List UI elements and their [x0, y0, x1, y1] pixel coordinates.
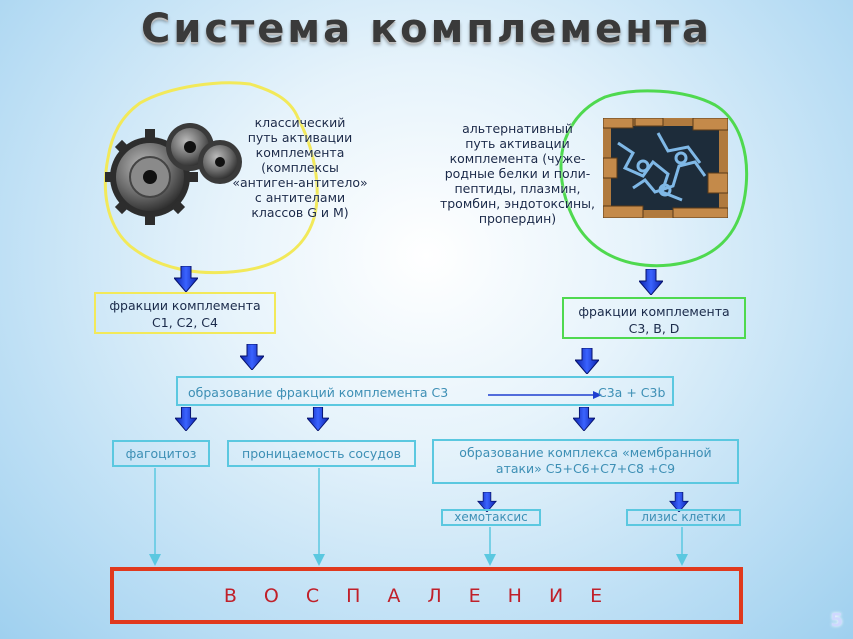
gears-icon [105, 123, 242, 225]
classical-pathway-text: классический путь активации комплемента … [215, 115, 385, 220]
fractions-classical-box: фракции комплемента C1, C2, C4 [94, 292, 276, 334]
lysis-box: лизис клетки [626, 509, 741, 526]
alternative-line: путь активации [465, 136, 570, 151]
c3-split-result: C3a + C3b [598, 385, 666, 400]
mac-label-line1: образование комплекса «мембранной [459, 445, 712, 460]
alternative-line: альтернативный [462, 121, 573, 136]
network-wall-icon [603, 118, 728, 218]
alternative-line: пептиды, плазмин, [454, 181, 581, 196]
classical-line: с антителами [254, 190, 346, 205]
classical-line: (комплексы [261, 160, 339, 175]
page-title: Система комплемента [140, 6, 713, 52]
c3-formation-label: образование фракций комплемента C3 [188, 385, 449, 400]
alternative-pathway-text: альтернативный путь активации комплемент… [425, 121, 610, 226]
fractions-label: фракции комплемента [109, 298, 261, 313]
inflammation-label: ВОСПАЛЕНИЕ [223, 584, 630, 607]
fractions-components: C1, C2, C4 [152, 315, 218, 330]
classical-line: путь активации [247, 130, 353, 145]
phagocytosis-label: фагоцитоз [125, 446, 197, 461]
mac-box: образование комплекса «мембранной атаки»… [432, 439, 739, 484]
alternative-line: родные белки и поли- [444, 166, 591, 181]
mac-label-line2: атаки» C5+C6+C7+C8 +C9 [495, 461, 676, 476]
alternative-outline [559, 89, 749, 268]
chemotaxis-box: хемотаксис [441, 509, 541, 526]
alternative-line: пропердин) [478, 211, 557, 226]
right-arrow-icon [488, 391, 602, 399]
lysis-label: лизис клетки [641, 510, 726, 524]
classical-line: комплемента [255, 145, 345, 160]
permeability-label: проницаемость сосудов [242, 446, 401, 461]
page-number: 5 [830, 610, 843, 631]
fractions-label: фракции комплемента [578, 304, 730, 319]
fractions-components: C3, B, D [628, 321, 680, 336]
alternative-line: тромбин, эндотоксины, [439, 196, 596, 211]
chemotaxis-label: хемотаксис [454, 510, 528, 524]
c3-formation-box: образование фракций комплемента C3 C3a +… [176, 376, 674, 406]
inflammation-box: ВОСПАЛЕНИЕ [110, 567, 743, 624]
phagocytosis-box: фагоцитоз [112, 440, 210, 467]
classical-line: классов G и M) [251, 205, 349, 220]
classical-line: классический [254, 115, 346, 130]
fractions-alternative-box: фракции комплемента C3, B, D [562, 297, 746, 339]
permeability-box: проницаемость сосудов [227, 440, 416, 467]
classical-line: «антиген-антитело» [232, 175, 368, 190]
alternative-line: комплемента (чуже- [449, 151, 586, 166]
